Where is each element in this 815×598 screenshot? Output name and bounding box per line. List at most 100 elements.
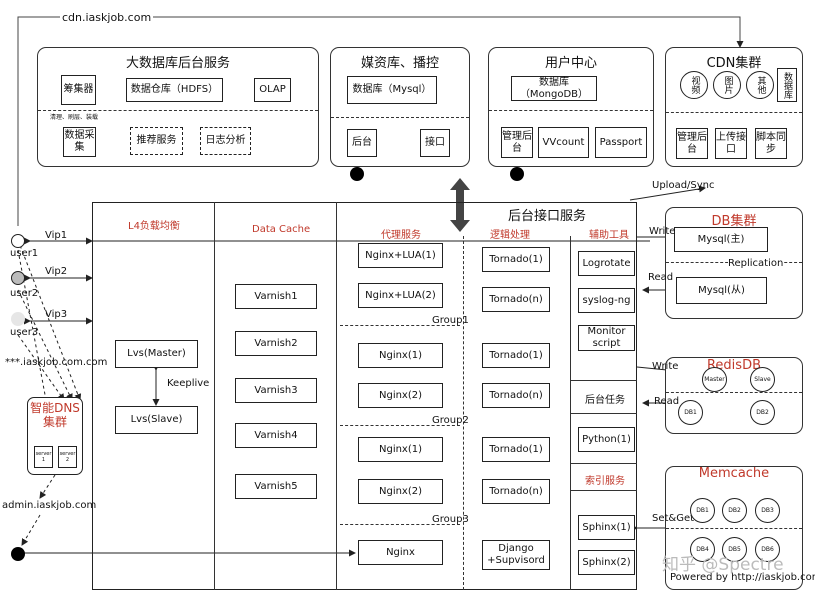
media-divider [331,117,469,118]
memcache-title: Memcache [698,466,770,481]
col-lb-label: L4负载均衡 [128,221,180,232]
varnish5-box: Varnish5 [235,474,317,499]
memcache-db6-node: DB6 [755,537,780,562]
db-cluster-title: DB集群 [711,214,757,229]
warehouse-box: 数据仓库（HDFS） [126,78,223,102]
backend-service-panel [92,202,637,590]
memcache-db5-node: DB5 [722,537,747,562]
user1-label: user1 [10,248,39,259]
backend-service-title: 后台接口服务 [508,209,587,224]
aux-divider-1 [571,380,637,381]
data-collect-box: 数据采集 [63,127,96,157]
memcache-db4-node: DB4 [690,537,715,562]
dns-server2-box: server2 [58,446,77,468]
col-proxy-label: 代理服务 [381,230,421,241]
varnish4-box: Varnish4 [235,423,317,448]
watermark: 知乎 @Spectre [662,555,784,575]
syslog-box: syslog-ng [578,288,635,313]
tornado1-box: Tornado(1) [482,247,550,272]
db-read-label: Read [648,272,674,283]
bigdata-divider [38,110,318,111]
tornado6-box: Tornado(n) [482,479,550,504]
memcache-db3-node: DB3 [755,498,780,523]
vip2-label: Vip2 [45,266,68,277]
clean-note: 清理、刷层、装载 [50,114,99,121]
logrotate-box: Logrotate [578,251,635,276]
media-endpoint-dot [350,167,364,181]
group3-divider [340,524,460,525]
vip3-label: Vip3 [45,309,68,320]
upload-api-box: 上传接口 [715,128,747,159]
setget-label: Set&Get [652,513,695,524]
script-sync-box: 脚本同步 [755,128,787,159]
varnish1-box: Varnish1 [235,284,317,309]
cdn-db-box: 数据库 [777,68,797,102]
admin-url[interactable]: admin.iaskjob.com [2,500,97,511]
proxy-nginx2-box: Nginx(2) [358,383,443,408]
proxy-nginx1-box: Nginx(1) [358,343,443,368]
usercenter-db-box: 数据库 （MongoDB） [511,76,597,101]
keeplive-label: Keeplive [167,378,210,389]
proxy-nginx-lua2-box: Nginx+LUA(2) [358,283,443,308]
log-analysis-box: 日志分析 [200,127,251,155]
usercenter-admin-box: 管理后台 [501,127,533,158]
db-write-label: Write [649,226,676,237]
user1-avatar-icon[interactable] [11,234,25,248]
usercenter-divider [489,110,653,111]
python-box: Python(1) [578,427,635,452]
col-cache-label: Data Cache [252,224,311,235]
video-node: 视频 [680,71,708,99]
dns-server1-box: server1 [34,446,53,468]
aux-divider-3 [571,463,637,464]
proxy-nginx-box: Nginx [358,540,443,565]
image-node: 图片 [713,71,741,99]
tornado3-box: Tornado(1) [482,343,550,368]
lvs-master-box: Lvs(Master) [115,340,198,368]
collector-box: 筹集器 [61,75,96,105]
media-title: 媒资库、播控 [360,56,439,71]
col-aux-label: 辅助工具 [589,230,629,241]
user2-avatar-icon[interactable] [11,271,25,285]
memcache-db2-node: DB2 [722,498,747,523]
wildcard-domain: ***.iaskjob.com.com [5,357,108,368]
user3-avatar-icon[interactable] [11,312,25,326]
passport-box: Passport [595,127,647,158]
cdn-url[interactable]: cdn.iaskjob.com [60,11,154,24]
redis-slave-node: Slave [750,367,775,392]
proxy-nginx2b-box: Nginx(2) [358,479,443,504]
media-backend-box: 后台 [347,129,377,157]
redis-db1-node: DB1 [678,400,703,425]
mysql-slave-box: Mysql(从) [676,277,767,304]
media-db-box: 数据库（Mysql） [347,76,437,104]
redis-divider [666,392,802,393]
sphinx2-box: Sphinx(2) [578,550,635,575]
redis-read-label: Read [654,396,680,407]
olap-box: OLAP [254,78,291,102]
tornado4-box: Tornado(n) [482,383,550,408]
vvcount-box: VVcount [538,127,589,158]
proxy-nginx1b-box: Nginx(1) [358,437,443,462]
redis-db2-node: DB2 [750,400,775,425]
varnish3-box: Varnish3 [235,378,317,403]
cache-proxy-divider [336,202,337,590]
memcache-divider [666,528,802,529]
lvs-slave-box: Lvs(Slave) [115,406,198,434]
recommend-box: 推荐服务 [130,127,183,155]
lb-cache-divider [214,202,215,590]
logic-aux-divider [570,236,571,590]
aux-divider-2 [571,413,637,414]
mysql-master-box: Mysql(主) [674,227,768,252]
group1-label: Group1 [432,315,469,326]
media-api-box: 接口 [420,129,450,157]
memcache-db1-node: DB1 [690,498,715,523]
replication-label: Replication [728,258,784,269]
cdn-title: CDN集群 [706,56,762,71]
usercenter-db-line2: （MongoDB） [519,88,589,100]
sphinx1-box: Sphinx(1) [578,515,635,540]
tornado5-box: Tornado(1) [482,437,550,462]
group2-label: Group2 [432,415,469,426]
usercenter-db-line1: 数据库 [539,76,569,88]
dns-title-line1: 智能DNS [30,401,80,415]
vip1-label: Vip1 [45,230,68,241]
usercenter-endpoint-dot [510,167,524,181]
